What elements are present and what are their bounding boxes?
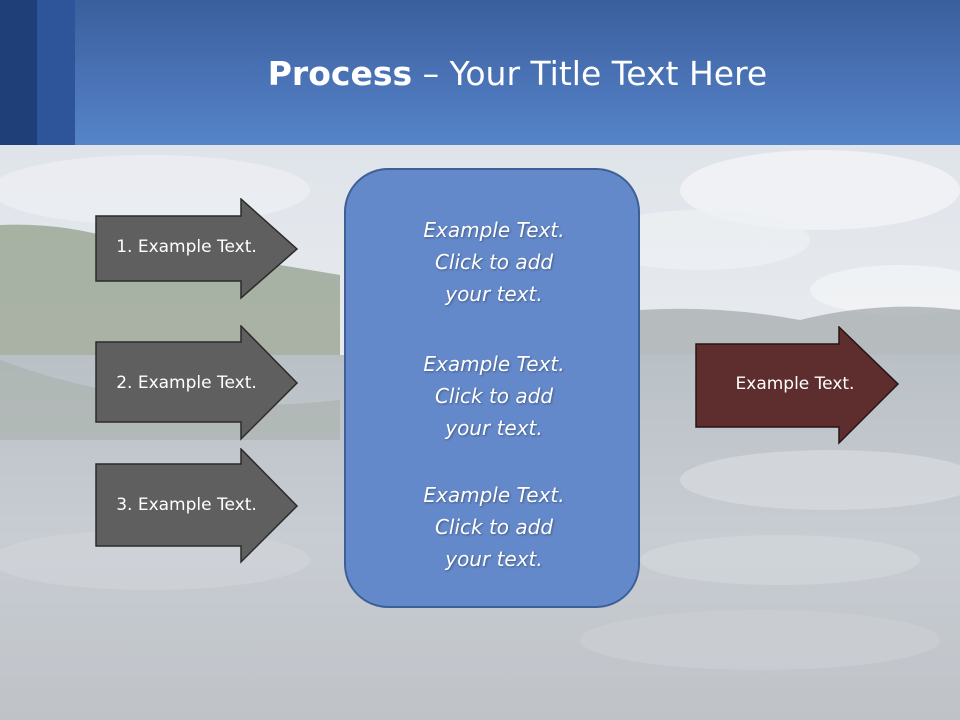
output-arrow-shape (695, 326, 900, 445)
input-arrow-1-shape (95, 198, 299, 300)
process-text-3-line-3: your text. (445, 547, 543, 571)
output-arrow-label: Example Text. (735, 374, 855, 394)
input-arrow-3[interactable]: 3. Example Text. (95, 448, 300, 564)
process-text-block-2: Example Text. Click to add your text. (346, 348, 642, 444)
input-arrow-1-label: 1. Example Text. (116, 237, 257, 257)
process-text-1-line-2: Click to add (434, 250, 554, 274)
title-bar-accent-dark (0, 0, 37, 145)
title-bar (0, 0, 960, 145)
output-arrow[interactable]: Example Text. (695, 326, 901, 446)
process-box[interactable]: Example Text. Click to add your text. Ex… (344, 168, 640, 608)
input-arrow-3-shape (95, 448, 299, 564)
slide-title-rest: – Your Title Text Here (412, 54, 768, 93)
process-text-1-line-3: your text. (445, 282, 543, 306)
process-text-2-line-2: Click to add (434, 384, 554, 408)
input-arrow-2-shape (95, 325, 299, 441)
title-bar-accent-mid (37, 0, 75, 145)
input-arrow-3-label: 3. Example Text. (116, 495, 257, 515)
process-text-3-line-1: Example Text. (423, 483, 565, 507)
process-text-block-1: Example Text. Click to add your text. (346, 214, 642, 310)
process-text-2-line-3: your text. (445, 416, 543, 440)
slide-title[interactable]: Process – Your Title Text Here (75, 52, 960, 96)
process-text-3-line-2: Click to add (434, 515, 554, 539)
process-text-1-line-1: Example Text. (423, 218, 565, 242)
input-arrow-2[interactable]: 2. Example Text. (95, 325, 300, 441)
process-text-block-3: Example Text. Click to add your text. (346, 479, 642, 575)
input-arrow-2-label: 2. Example Text. (116, 373, 257, 393)
input-arrow-1[interactable]: 1. Example Text. (95, 198, 300, 300)
process-text-2-line-1: Example Text. (423, 352, 565, 376)
slide-title-bold: Process (267, 54, 413, 93)
